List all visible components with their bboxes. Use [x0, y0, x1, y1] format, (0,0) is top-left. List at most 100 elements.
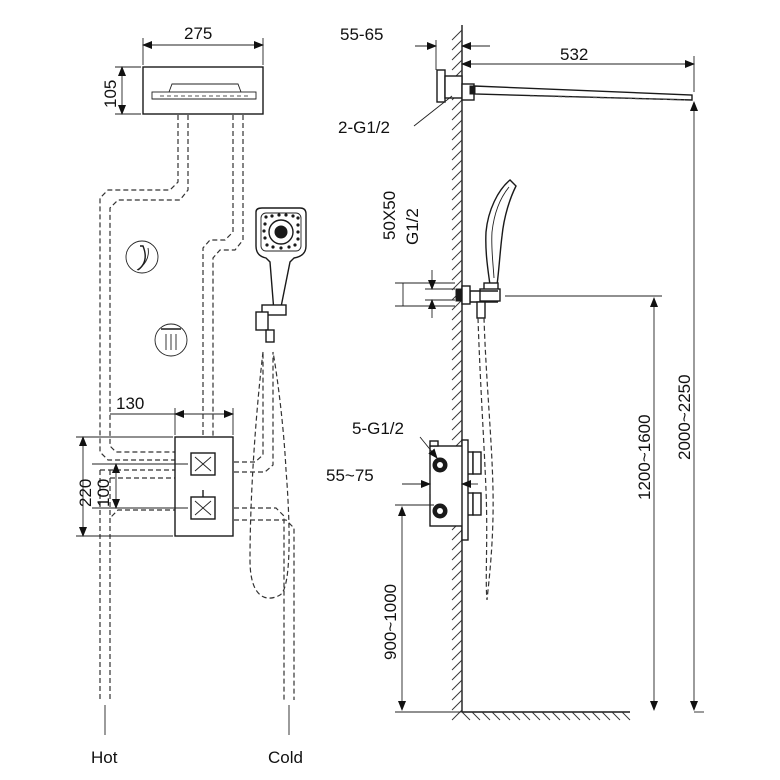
wall-hatch-line: [451, 649, 463, 661]
wall-hatch-line: [451, 229, 463, 241]
wall-hatch-line: [451, 389, 463, 401]
wall-hatch-line: [451, 159, 463, 171]
wall-hatch-line: [451, 599, 463, 611]
dim-valve-height-label: 220: [76, 479, 95, 507]
wall-hatch-line: [451, 549, 463, 561]
wall-hatch-line: [451, 129, 463, 141]
spray-nozzles: [262, 213, 300, 250]
wall-hatch-line: [451, 219, 463, 231]
dim-arm-length-label: 532: [560, 45, 588, 64]
dim-valve-floor-height-label: 900~1000: [381, 584, 400, 660]
floor-hatch-line: [571, 711, 581, 721]
wall-hatch-line: [451, 559, 463, 571]
floor-hatch-line: [461, 711, 471, 721]
wall-hatch-line: [451, 619, 463, 631]
handshower-icon: [125, 240, 159, 274]
wall-hatch-line: [451, 169, 463, 181]
dim-outlet-floor-height: 1200~1600: [505, 295, 662, 711]
floor-hatch-line: [521, 711, 531, 721]
floor-hatch-line: [471, 711, 481, 721]
wall-hatch-line: [451, 299, 463, 311]
wall-hatch-line: [451, 409, 463, 421]
wall-hatch-line: [451, 189, 463, 201]
floor-hatch-line: [561, 711, 571, 721]
wall-hatch-line: [451, 59, 463, 71]
valve-threads-label: 5-G1/2: [352, 419, 404, 438]
hand-shower-front: [255, 207, 307, 343]
dim-arm-length: 532: [461, 45, 695, 92]
floor-hatch-line: [511, 711, 521, 721]
wall-hatch-line: [451, 179, 463, 191]
wall-hatch-line: [451, 419, 463, 431]
wall-hatch-line: [451, 589, 463, 601]
dim-head-width-label: 275: [184, 24, 212, 43]
cold-label: Cold: [268, 748, 303, 767]
thermostatic-valve-side: [429, 439, 482, 541]
wall-hatch-line: [451, 339, 463, 351]
wall-hatch-line: [451, 429, 463, 441]
front-view: 275 105: [76, 24, 307, 767]
wall-hatch-line: [451, 269, 463, 281]
wall-hatch-line: [451, 139, 463, 151]
dim-valve-depth-label: 55~75: [326, 466, 374, 485]
floor-hatch-line: [601, 711, 611, 721]
dim-wall-offset: 55-65: [340, 25, 490, 70]
wall-hatch-line: [451, 319, 463, 331]
dim-valve-spacing-label: 100: [94, 479, 113, 507]
wall-hatch-line: [451, 369, 463, 381]
wall-hatch-line: [451, 149, 463, 161]
wall-hatch-line: [451, 629, 463, 641]
wall-hatch-line: [451, 699, 463, 711]
arm-thread-label: 2-G1/2: [338, 118, 390, 137]
wall: [451, 25, 631, 721]
floor-hatch-line: [591, 711, 601, 721]
wall-hatch-line: [451, 399, 463, 411]
floor-hatch-line: [551, 711, 561, 721]
dim-valve-width: 130: [110, 394, 234, 435]
wall-hatch-line: [451, 199, 463, 211]
dim-outlet-floor-height-label: 1200~1600: [635, 414, 654, 500]
floor-hatch-line: [481, 711, 491, 721]
dim-wall-offset-label: 55-65: [340, 25, 383, 44]
wall-hatch-line: [451, 689, 463, 701]
hose-side: [477, 317, 494, 601]
dim-outlet-thread-label: G1/2: [403, 208, 422, 245]
dim-head-height: 105: [101, 66, 141, 115]
wall-hatch-line: [451, 679, 463, 691]
wall-hatch-line: [451, 569, 463, 581]
dim-outlet-size-label: 50X50: [380, 191, 399, 240]
floor-hatch-line: [501, 711, 511, 721]
floor-hatch-line: [491, 711, 501, 721]
wall-hatch-line: [451, 239, 463, 251]
floor-hatch-line: [621, 711, 631, 721]
hand-shower-side: [455, 179, 517, 319]
thermostatic-valve-plate-front: [174, 436, 234, 537]
wall-hatch-line: [451, 119, 463, 131]
wall-hatch-line: [451, 639, 463, 651]
wall-hatch-line: [451, 529, 463, 541]
side-view: 55-65 532 2-G1/2 2000~2250: [326, 25, 704, 721]
dim-valve-width-label: 130: [116, 394, 144, 413]
wall-hatch-line: [451, 309, 463, 321]
wall-hatch-line: [451, 249, 463, 261]
wall-hatch-line: [451, 209, 463, 221]
dim-head-floor-height-label: 2000~2250: [675, 374, 694, 460]
wall-hatch-line: [451, 659, 463, 671]
floor-hatch-line: [531, 711, 541, 721]
wall-hatch-line: [451, 259, 463, 271]
overhead-shower-head-front: [142, 66, 264, 115]
wall-hatch-line: [451, 359, 463, 371]
dim-head-height-label: 105: [101, 80, 120, 108]
shower-arm-side: [436, 69, 693, 103]
wall-hatch-line: [451, 669, 463, 681]
wall-hatch-line: [451, 39, 463, 51]
wall-hatch-line: [451, 329, 463, 341]
wall-hatch-line: [451, 279, 463, 291]
dim-outlet-size: 50X50 G1/2: [380, 191, 455, 318]
hot-label: Hot: [91, 748, 118, 767]
floor-hatch-line: [581, 711, 591, 721]
floor-hatch-line: [541, 711, 551, 721]
floor-hatch-line: [611, 711, 621, 721]
rain-shower-icon: [154, 323, 188, 357]
